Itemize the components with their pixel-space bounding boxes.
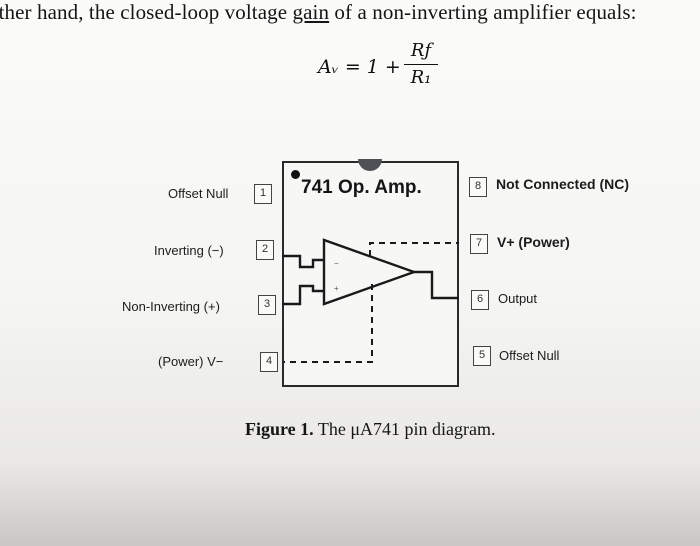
caption-text: The μA741 pin diagram. [313, 419, 496, 439]
output-wire [414, 270, 459, 300]
pin-label-offset-null-1: Offset Null [168, 186, 229, 201]
pin-box-4: 4 [260, 352, 278, 372]
vminus-dashed-wire [284, 284, 373, 363]
equation-numerator: Rƒ [410, 40, 432, 61]
fraction-bar [404, 64, 438, 65]
minus-sign-mark: − [334, 259, 339, 268]
pin-box-8: 8 [469, 177, 487, 197]
vplus-dashed-wire [369, 242, 459, 256]
chip-title: 741 Op. Amp. [301, 177, 422, 198]
pin-label-not-connected: Not Connected (NC) [496, 176, 629, 192]
pin-box-1: 1 [254, 184, 272, 204]
intro-text-end: of a non-inverting amplifier equals: [329, 0, 637, 24]
pin-box-2: 2 [256, 240, 274, 260]
intro-sentence: other hand, the closed-loop voltage gain… [0, 0, 637, 25]
pin-label-offset-null-5: Offset Null [499, 348, 560, 363]
plus-sign-mark: + [334, 284, 339, 293]
pin-box-7: 7 [470, 234, 488, 254]
intro-underlined-word: gain [292, 0, 330, 24]
pin-label-non-inverting: Non-Inverting (+) [122, 299, 220, 314]
opamp-triangle-symbol [322, 238, 418, 306]
pin-box-6: 6 [471, 290, 489, 310]
noninverting-input-wire [282, 284, 324, 306]
pin-label-vplus-power: V+ (Power) [497, 234, 570, 250]
equation-fraction: Rƒ R₁ [404, 40, 438, 88]
intro-text-start: other hand, the closed-loop voltage [0, 0, 293, 24]
pin1-indicator-dot [291, 170, 300, 179]
pin-label-inverting: Inverting (−) [154, 243, 224, 258]
caption-figure-number: Figure 1. [245, 419, 314, 439]
pin-label-power-vminus: (Power) V− [158, 354, 224, 369]
equation-denominator: R₁ [410, 67, 432, 88]
inverting-input-wire [282, 254, 324, 269]
pin-box-3: 3 [258, 295, 276, 315]
pin-box-5: 5 [473, 346, 491, 366]
figure-caption: Figure 1. The μA741 pin diagram. [245, 419, 495, 440]
gain-equation: Aᵥ = 1 + Rƒ R₁ [318, 40, 458, 96]
pin-label-output: Output [498, 291, 538, 306]
equation-lhs: Aᵥ = 1 + [318, 56, 401, 78]
chip-notch [358, 159, 382, 171]
